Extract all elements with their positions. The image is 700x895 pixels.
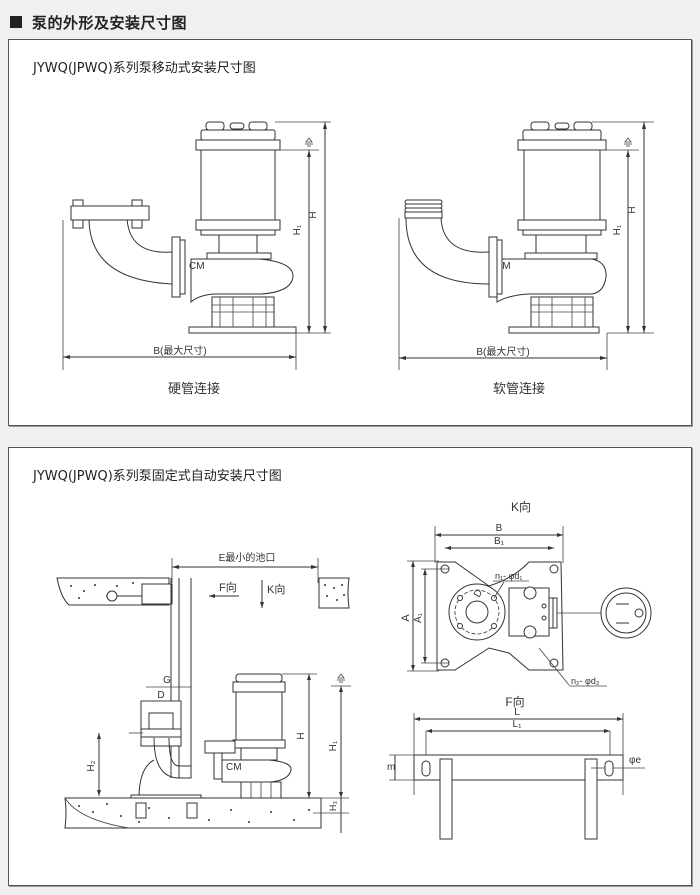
g-label: G xyxy=(163,675,171,686)
mobile-panel-title: JYWQ(JPWQ)系列泵移动式安装尺寸图 xyxy=(33,61,256,76)
d-label: D xyxy=(472,588,485,600)
h1-label: H₁ xyxy=(328,740,339,751)
soft-hose xyxy=(405,217,490,285)
h-label: H xyxy=(308,211,319,218)
cm-label: CM xyxy=(495,261,511,272)
pump-motor xyxy=(195,121,281,260)
pump-motor xyxy=(517,121,607,260)
soft-pipe-caption: 软管连接 xyxy=(493,381,545,396)
phi-e-label: φe xyxy=(629,755,641,766)
f-direction-label: F向 xyxy=(219,580,237,594)
b-label: B xyxy=(496,523,503,534)
cm-label: CM xyxy=(189,261,205,272)
mobile-install-panel: JYWQ(JPWQ)系列泵移动式安装尺寸图 CM xyxy=(8,39,692,426)
pump-motor xyxy=(232,673,286,761)
fixed-install-panel: JYWQ(JPWQ)系列泵固定式自动安装尺寸图 xyxy=(8,447,692,886)
d-label: D xyxy=(157,690,164,701)
pit-edge-right xyxy=(318,577,350,609)
k-view-title: K向 xyxy=(511,499,531,514)
f-view-drawing: F向 L L₁ m φe xyxy=(387,694,645,840)
fixed-panel-title: JYWQ(JPWQ)系列泵固定式自动安装尺寸图 xyxy=(33,469,282,484)
h3-label: H₃ xyxy=(328,801,338,811)
h-label: H xyxy=(627,206,638,213)
side-view-drawing: E最小的池口 F向 K向 G D H₂ xyxy=(56,551,351,833)
h1-label: H₁ xyxy=(292,224,303,235)
section-header: 泵的外形及安装尺寸图 xyxy=(10,11,187,33)
h-label: H xyxy=(296,732,307,739)
a1-label: A₁ xyxy=(413,612,424,623)
h2-label: H₂ xyxy=(86,760,97,771)
k-view-drawing: K向 B B₁ A A₁ xyxy=(400,499,652,687)
n1-d1-label: n₁- φd₁ xyxy=(495,571,522,581)
hard-pipe-drawing: CM B(最大尺寸) xyxy=(62,121,331,370)
pump-volute xyxy=(496,258,607,303)
guide-rail-post xyxy=(584,758,598,840)
water-level-icon xyxy=(624,137,632,147)
m-label: m xyxy=(387,762,395,773)
mobile-install-drawings: CM B(最大尺寸) xyxy=(62,121,654,396)
guide-rail-post xyxy=(439,758,453,840)
cm-label: CM xyxy=(226,762,242,773)
a-label: A xyxy=(400,614,412,622)
header-square-icon xyxy=(10,16,22,28)
n2-d2-label: n₂- φd₂ xyxy=(571,676,600,686)
f-view-title: F向 xyxy=(505,694,524,709)
fixed-install-drawings: E最小的池口 F向 K向 G D H₂ xyxy=(56,499,652,840)
h1-label: H₁ xyxy=(612,224,623,235)
pump-volute xyxy=(221,759,292,783)
hard-pipe-flange xyxy=(70,205,150,221)
water-level-icon xyxy=(337,673,345,683)
b-max-label: B(最大尺寸) xyxy=(153,344,206,357)
e-min-label: E最小的池口 xyxy=(219,551,276,564)
pump-volute xyxy=(190,258,294,304)
b-max-label: B(最大尺寸) xyxy=(476,345,529,358)
k-direction-label: K向 xyxy=(267,582,285,596)
soft-pipe-drawing: CM B(最大尺寸) xyxy=(398,121,654,370)
elbow-pipe xyxy=(88,217,173,285)
section-title: 泵的外形及安装尺寸图 xyxy=(32,13,188,32)
water-level-icon xyxy=(305,137,313,147)
l1-label: L₁ xyxy=(513,719,523,730)
l-label: L xyxy=(514,707,520,718)
hard-pipe-caption: 硬管连接 xyxy=(168,381,220,396)
b1-label: B₁ xyxy=(494,536,505,547)
